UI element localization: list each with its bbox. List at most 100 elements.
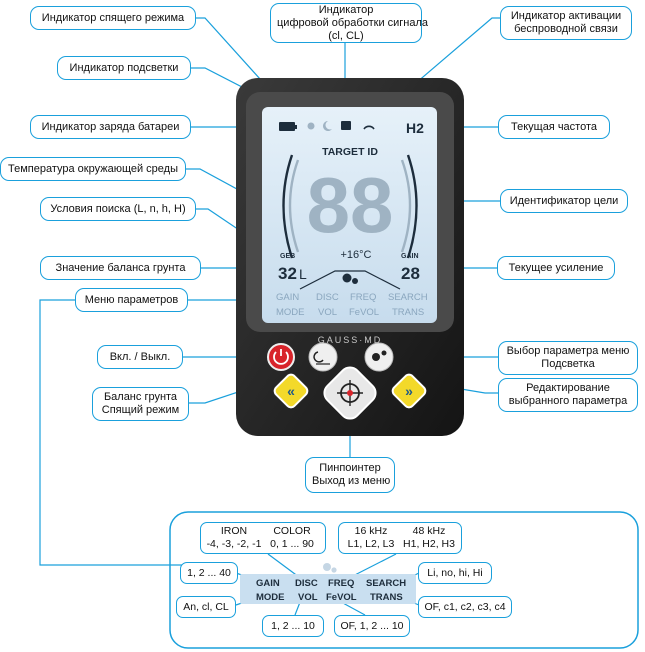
callout-pinpointer-line1: Пинпоинтер: [319, 462, 381, 474]
bottom-menu-freq: FREQ: [328, 578, 354, 589]
battery-icon: [279, 122, 295, 131]
bottom-menu-fevol: FeVOL: [326, 592, 357, 603]
callout-power-text: Вкл. / Выкл.: [109, 350, 171, 363]
callout-dsp-line3: (cl, CL): [328, 29, 364, 42]
lcd-menu-fevol: FeVOL: [349, 307, 379, 318]
bottom-params-panel: [169, 511, 639, 649]
callout-menu-select-line1: Выбор параметра меню: [506, 345, 630, 357]
callout-frequency-text: Текущая частота: [510, 120, 597, 133]
gain-range-box: 1, 2 ... 40: [180, 562, 238, 584]
callout-edit-param-line1: Редактирование: [526, 382, 610, 394]
lcd-top-indicators: [279, 121, 375, 131]
right-arrow-button[interactable]: »: [391, 373, 428, 410]
callout-ambient-temperature: Температура окружающей среды: [0, 157, 186, 181]
bottom-menu-strip: [240, 574, 416, 604]
power-button[interactable]: [267, 343, 295, 371]
callout-target-identifier: Идентификатор цели: [500, 189, 628, 213]
lcd-menu-mode: MODE: [276, 307, 305, 318]
lcd-gain-value: 28: [401, 264, 420, 283]
lcd-menu-freq: FREQ: [350, 292, 376, 303]
gain-range-text: 1, 2 ... 40: [187, 566, 231, 579]
lcd-target-label: TARGET ID: [322, 146, 378, 158]
menu-select-button[interactable]: [364, 342, 394, 372]
lcd-screen: [262, 107, 437, 323]
trans-values-box: OF, c1, c2, c3, c4: [418, 596, 512, 618]
signal-meter-left: [282, 154, 300, 259]
bottom-menu: GAIN DISC FREQ SEARCH MODE VOL FeVOL TRA…: [256, 578, 406, 603]
callout-target-text: Идентификатор цели: [509, 194, 619, 207]
settings-gear-icon: [342, 273, 358, 284]
callout-pinpointer: Пинпоинтер Выход из меню: [305, 457, 395, 493]
lcd-menu-disc: DISC: [316, 292, 339, 303]
callout-sleep-indicator: Индикатор спящего режима: [30, 6, 196, 30]
search-values-box: Li, no, hi, Hi: [418, 562, 492, 584]
mode-values-box: An, cl, CL: [176, 596, 236, 618]
wifi-icon: [363, 125, 375, 130]
lcd-gb-label: GEB: [280, 253, 295, 260]
bottom-menu-mode: MODE: [256, 592, 285, 603]
battery-tip-icon: [295, 125, 297, 129]
callout-edit-param-line2: выбранного параметра: [508, 395, 628, 407]
callout-search-conditions: Условия поиска (L, n, h, H): [40, 197, 196, 221]
dsp-chip-icon: [341, 121, 351, 130]
lcd-menu-trans: TRANS: [392, 307, 424, 318]
mode-values-text: An, cl, CL: [183, 600, 229, 613]
bottom-menu-search: SEARCH: [366, 578, 406, 589]
pinpointer-button[interactable]: [320, 363, 379, 422]
callout-menu-select-line2: Подсветка: [541, 358, 595, 370]
vol-range-box: 1, 2 ... 10: [262, 615, 324, 637]
target-id-digits: 88: [307, 161, 394, 249]
callout-ground-balance-value: Значение баланса грунта: [40, 256, 201, 280]
lcd-menu: GAIN DISC FREQ SEARCH MODE VOL FeVOL TRA…: [276, 292, 428, 318]
callout-wireless-indicator: Индикатор активации беспроводной связи: [500, 6, 632, 40]
fevol-range-text: OF, 1, 2 ... 10: [340, 619, 404, 632]
callout-current-gain: Текущее усиление: [497, 256, 615, 280]
ground-balance-button[interactable]: [308, 342, 338, 372]
disc-values-iron: -4, -3, -2, -1: [206, 538, 262, 550]
freq-header-48: 48 kHz: [412, 525, 446, 537]
lcd-menu-vol: VOL: [318, 307, 337, 318]
freq-header-16: 16 kHz: [354, 525, 388, 537]
bottom-gear-icon: [323, 563, 337, 573]
disc-header-iron: IRON: [220, 525, 248, 537]
lcd-gain-label: GAIN: [401, 253, 419, 260]
lcd-temperature: +16°C: [340, 249, 371, 261]
freq-values-high: H1, H2, H3: [403, 538, 455, 550]
callout-wireless-line1: Индикатор активации: [510, 10, 622, 22]
callout-param-menu-text: Меню параметров: [84, 293, 179, 306]
brand-logo: GAUSS·MD: [318, 335, 383, 345]
callout-temperature-text: Температура окружающей среды: [7, 162, 179, 175]
vol-range-text: 1, 2 ... 10: [271, 619, 315, 632]
callout-dsp-line2: цифровой обработки сигнала: [277, 16, 429, 29]
callout-ground-balance: Баланс грунта Спящий режим: [92, 387, 189, 421]
callout-menu-select: Выбор параметра меню Подсветка: [498, 341, 638, 375]
svg-text:»: »: [405, 383, 413, 399]
lcd-search-condition: L: [299, 266, 307, 282]
callout-dsp-line1: Индикатор: [318, 3, 374, 16]
search-values-text: Li, no, hi, Hi: [427, 566, 483, 579]
callout-battery-text: Индикатор заряда батареи: [41, 120, 180, 133]
left-arrow-button[interactable]: «: [273, 373, 310, 410]
lcd-menu-gain: GAIN: [276, 292, 299, 303]
freq-values-box: 16 kHz 48 kHz L1, L2, L3 H1, H2, H3: [338, 522, 462, 554]
lcd-freq-text: H2: [406, 120, 424, 136]
callout-search-text: Условия поиска (L, n, h, H): [50, 202, 186, 215]
trans-values-text: OF, c1, c2, c3, c4: [424, 600, 506, 613]
callout-backlight-indicator: Индикатор подсветки: [57, 56, 191, 80]
callout-current-frequency: Текущая частота: [498, 115, 610, 139]
disc-values-color: 0, 1 ... 90: [270, 538, 314, 550]
callout-wireless-line2: беспроводной связи: [514, 23, 618, 35]
signal-meter-right: [400, 154, 418, 259]
callout-battery-indicator: Индикатор заряда батареи: [30, 115, 191, 139]
lcd-menu-search: SEARCH: [388, 292, 428, 303]
callout-ground-balance-line2: Спящий режим: [101, 404, 180, 416]
lcd-gb-value: 32: [278, 264, 297, 283]
callout-gb-value-text: Значение баланса грунта: [55, 261, 186, 274]
callout-param-menu: Меню параметров: [75, 288, 188, 312]
lcd-freq: H2: [406, 120, 424, 136]
freq-values-low: L1, L2, L3: [347, 538, 395, 550]
callout-backlight-text: Индикатор подсветки: [69, 61, 179, 74]
callout-sleep-indicator-text: Индикатор спящего режима: [41, 11, 185, 24]
